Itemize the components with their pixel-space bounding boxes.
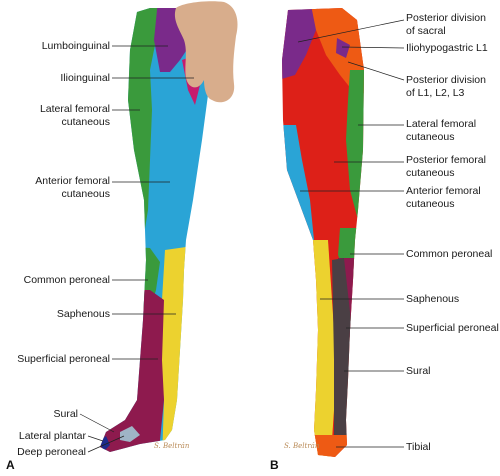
panel-label-b: B [270,458,279,472]
leg-posterior [282,8,364,457]
label-sural-a: Sural [53,408,78,420]
leader-lines-b [297,19,405,448]
label-line: Posterior division [406,74,486,86]
label-posterior-femoral: Posterior femoral cutaneous [406,154,486,179]
leader-sural-a [79,413,115,433]
label-anterior-femoral-a: Anterior femoral cutaneous [35,175,110,200]
leader-posterior-sacral [297,19,405,43]
label-sural-b: Sural [406,365,431,377]
label-saphenous-b: Saphenous [406,293,460,305]
region-b-tibial [312,435,352,457]
label-line: Anterior femoral [406,185,481,197]
label-lumboinguinal: Lumboinguinal [41,40,110,52]
leader-lateral-plantar [87,435,104,442]
label-iliohypogastric: Iliohypogastric L1 [406,42,488,54]
label-line: Posterior division [406,12,486,24]
region-b-iliohypogastric [336,38,350,58]
label-line: of L1, L2, L3 [406,86,465,99]
label-superficial-peroneal-b: Superficial peroneal [406,322,499,334]
label-deep-peroneal: Deep peroneal [17,446,86,458]
signature-b: S. Beltrán [284,442,320,450]
leader-iliohypogastric [341,46,405,49]
region-b-posterior-sacral [282,8,318,80]
label-line: cutaneous [406,197,455,210]
label-tibial: Tibial [406,441,431,453]
region-a-deep-peroneal [120,426,140,442]
region-b-lateral-femoral [346,70,364,220]
label-saphenous-a: Saphenous [56,308,110,320]
label-line: cutaneous [61,115,110,128]
label-line: of sacral [406,24,446,37]
label-line: Posterior femoral [406,154,486,166]
label-anterior-femoral-b: Anterior femoral cutaneous [406,185,481,210]
panel-label-a: A [6,458,15,472]
signature-a: S. Beltrán [154,442,190,450]
label-superficial-peroneal-a: Superficial peroneal [17,353,110,365]
hand-a [174,1,238,103]
leader-deep-peroneal [87,435,125,453]
label-line: Lateral femoral [39,103,110,115]
region-a-saphenous [160,245,200,452]
label-posterior-lumbar: Posterior division of L1, L2, L3 [406,74,486,99]
label-ilioinguinal: Ilioinguinal [60,72,110,84]
label-line: cutaneous [406,166,455,179]
label-line: cutaneous [61,187,110,200]
leader-lines-a [79,45,194,453]
label-posterior-sacral: Posterior division of sacral [406,12,486,37]
label-common-peroneal-a: Common peroneal [23,274,110,286]
label-line: Anterior femoral [35,175,110,187]
label-common-peroneal-b: Common peroneal [406,248,493,260]
leader-posterior-lumbar [347,61,405,81]
label-line: cutaneous [406,130,455,143]
label-lateral-femoral-b: Lateral femoral cutaneous [406,118,476,143]
label-lateral-femoral-a: Lateral femoral cutaneous [40,103,110,128]
label-lateral-plantar: Lateral plantar [18,430,86,442]
region-b-sural [332,258,352,440]
label-line: Lateral femoral [406,118,477,130]
